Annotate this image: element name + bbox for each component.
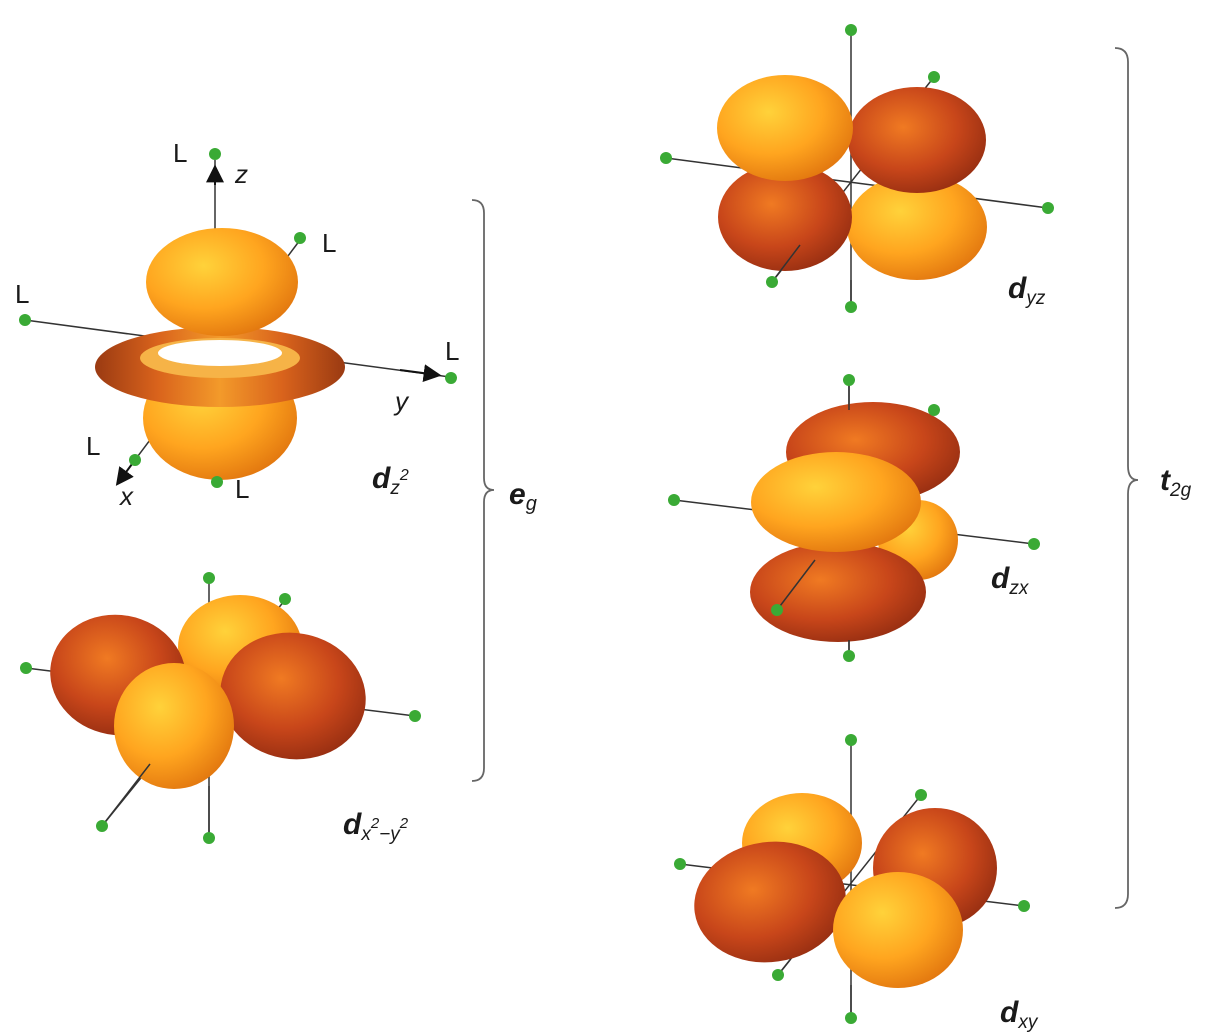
lobe <box>750 542 926 642</box>
ligand-dot <box>445 372 457 384</box>
lobe-upper <box>146 228 298 336</box>
ligand-dot <box>1042 202 1054 214</box>
axis-line <box>665 157 1049 209</box>
ligand-dot <box>845 301 857 313</box>
lobe <box>694 841 846 963</box>
eg-group: eg <box>471 199 537 782</box>
ligand-dot <box>129 454 141 466</box>
y-axis-arrow <box>399 364 442 383</box>
ligand-dot <box>915 789 927 801</box>
lobe <box>751 452 921 552</box>
torus-hole <box>158 340 282 366</box>
x-axis-label: x <box>118 481 134 511</box>
ligand-label: L <box>322 228 336 258</box>
ligand-label: L <box>235 474 249 504</box>
ligand-dot <box>19 314 31 326</box>
y-axis-label: y <box>393 386 410 416</box>
ligand-dot <box>674 858 686 870</box>
orbital-dyz: dyz <box>660 24 1054 313</box>
ligand-dot <box>843 374 855 386</box>
ligand-label: L <box>173 138 187 168</box>
z-axis-label: z <box>234 159 248 189</box>
ligand-dot <box>845 1012 857 1024</box>
orbital-dx2-y2: dx2−y2 <box>20 572 421 845</box>
dxy-label: dxy <box>1000 996 1039 1033</box>
t2g-group: t2g <box>1114 47 1192 909</box>
ligand-label: L <box>445 336 459 366</box>
ligand-dot <box>928 71 940 83</box>
ligand-dot <box>845 734 857 746</box>
ligand-dot <box>96 820 108 832</box>
ligand-dot <box>20 662 32 674</box>
x-axis-arrow <box>115 463 134 486</box>
dzx-label: dzx <box>991 562 1030 599</box>
lobe <box>717 75 853 181</box>
ligand-dot <box>845 24 857 36</box>
t2g-brace <box>1114 47 1139 909</box>
axis-line <box>101 763 151 827</box>
t2g-label: t2g <box>1160 464 1192 501</box>
ligand-dot <box>209 148 221 160</box>
ligand-dot <box>928 404 940 416</box>
ligand-dot <box>203 832 215 844</box>
lobe <box>833 872 963 988</box>
ligand-dot <box>668 494 680 506</box>
ligand-dot <box>843 650 855 662</box>
orbital-dz2: L L L L L L z y x dz2 <box>15 138 459 511</box>
ligand-dot <box>766 276 778 288</box>
ligand-label: L <box>15 279 29 309</box>
dz2-label: dz2 <box>372 462 409 499</box>
ligand-dot <box>203 572 215 584</box>
dyz-label: dyz <box>1008 272 1046 309</box>
dx2-y2-label: dx2−y2 <box>343 808 409 845</box>
ligand-dot <box>660 152 672 164</box>
ligand-dot <box>409 710 421 722</box>
ligand-dot <box>211 476 223 488</box>
orbital-dxy: dxy <box>674 734 1039 1033</box>
ligand-label: L <box>86 431 100 461</box>
ligand-dot <box>1028 538 1040 550</box>
eg-label: eg <box>509 478 537 515</box>
lobe <box>848 87 986 193</box>
lobe <box>718 163 852 271</box>
lobe-front <box>114 663 234 789</box>
lobe <box>847 174 987 280</box>
ligand-dot <box>279 593 291 605</box>
lobe-right <box>220 632 366 760</box>
axis-line <box>771 244 801 283</box>
orbital-dzx: dzx <box>668 374 1040 662</box>
ligand-dot <box>294 232 306 244</box>
ligand-dot <box>772 969 784 981</box>
axis-line <box>776 559 816 611</box>
eg-brace <box>471 199 495 782</box>
ligand-dot <box>1018 900 1030 912</box>
ligand-dot <box>771 604 783 616</box>
